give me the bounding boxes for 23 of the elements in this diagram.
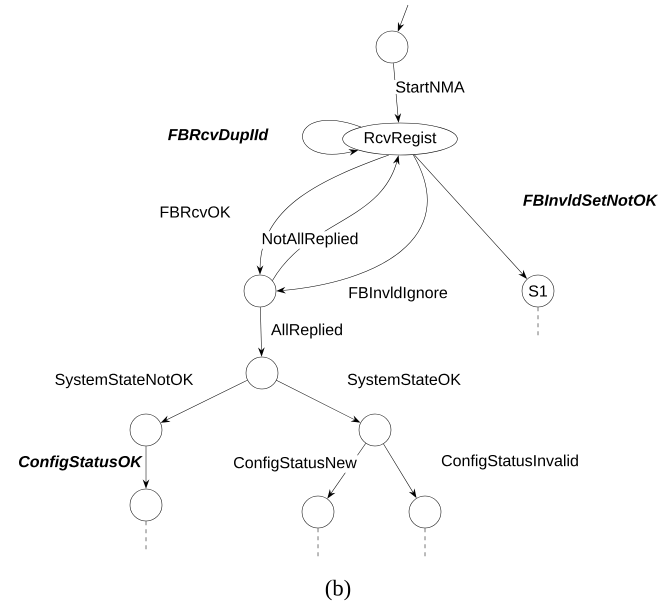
- continuation-line: [424, 528, 426, 559]
- edge-label: SystemStateOK: [346, 372, 462, 390]
- edge-label: StartNMA: [394, 80, 466, 94]
- state-circle: [130, 488, 162, 522]
- state-circle: [130, 414, 162, 446]
- edge-label: FBInvldIgnore: [346, 285, 450, 303]
- edge-label: FBRcvOK: [158, 205, 232, 219]
- edge-label: ConfigStatusOK: [16, 454, 144, 472]
- state-circle: [408, 496, 442, 528]
- edge-label: ConfigStatusNew: [232, 455, 358, 473]
- caption: (b): [326, 580, 350, 600]
- edge-label: ConfigStatusInvalid: [440, 453, 580, 471]
- edge-label: FBRcvDupIId: [166, 127, 270, 145]
- edge-label: AllReplied: [270, 322, 344, 340]
- state-circle: [302, 496, 334, 528]
- state-circle: [246, 356, 278, 390]
- state-circle: [244, 274, 276, 308]
- state-circle: [358, 414, 392, 446]
- arrow: [276, 380, 360, 423]
- state-circle: [376, 30, 408, 64]
- edge-label: SystemStateNotOK: [53, 372, 195, 390]
- edge-label: NotAllReplied: [260, 231, 360, 249]
- edge-label: FBInvldSetNotOK: [522, 192, 658, 208]
